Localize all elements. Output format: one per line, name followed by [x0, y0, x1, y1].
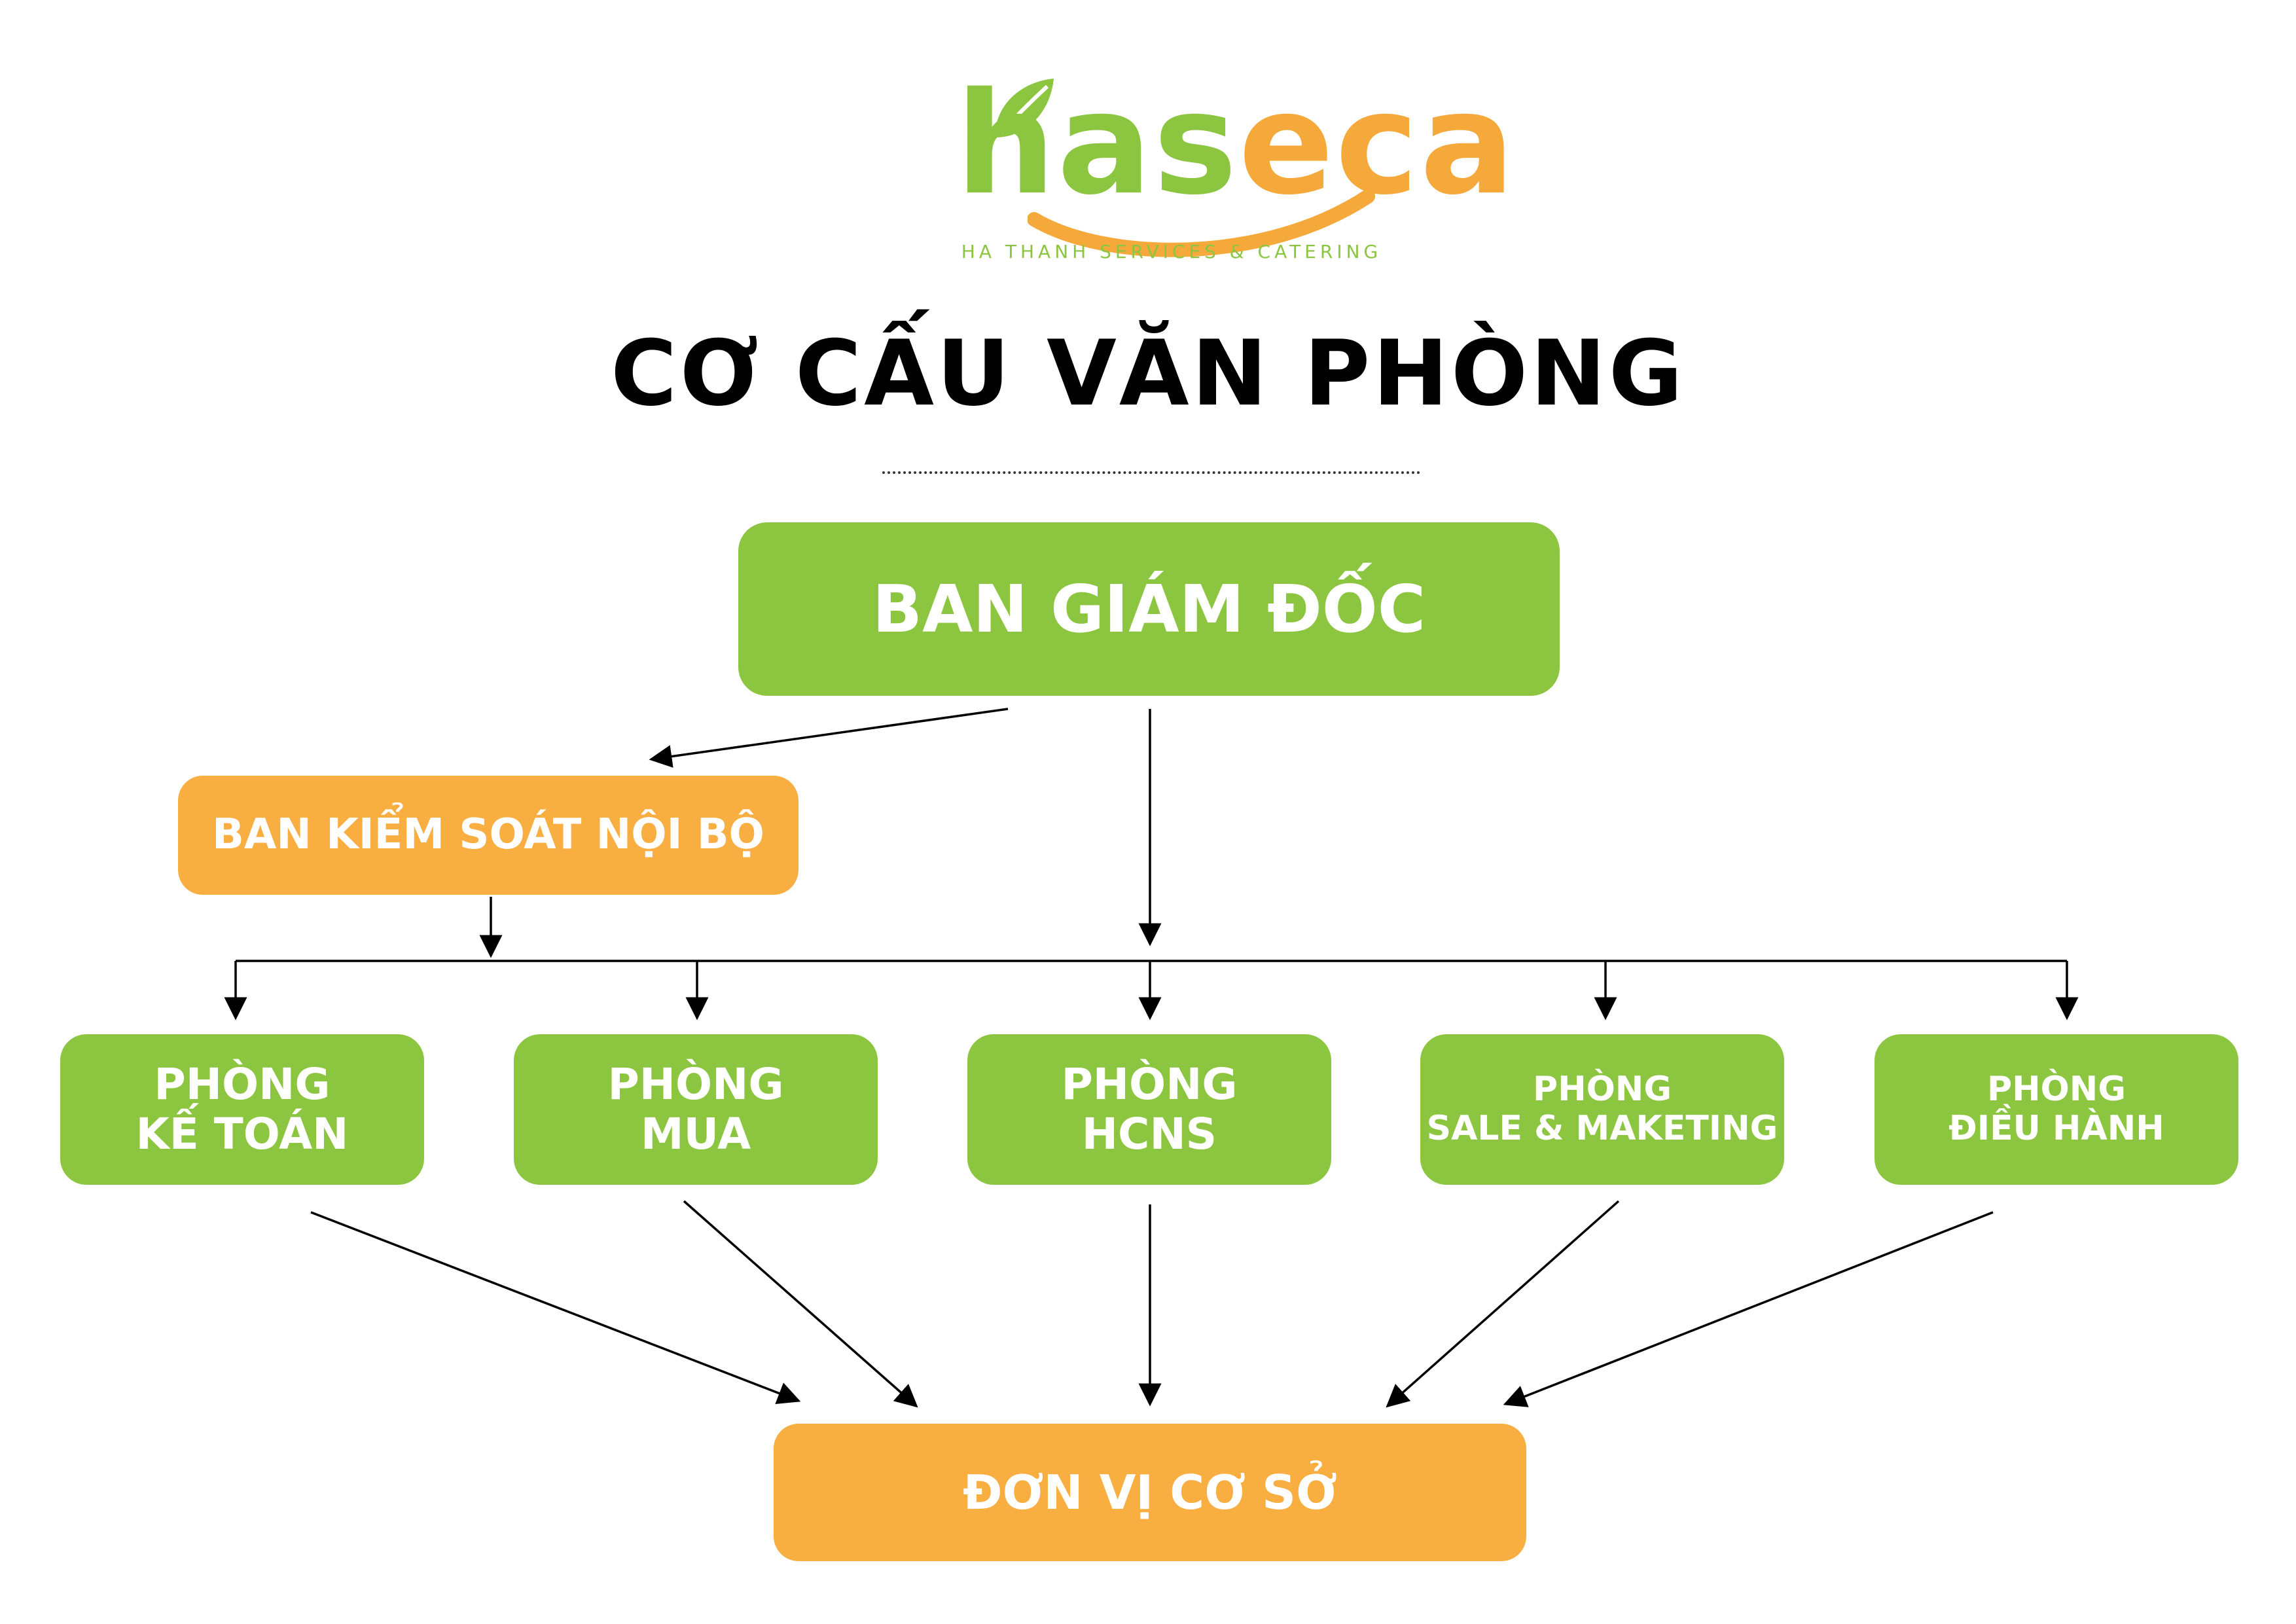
node-label-line2: KẾ TOÁN [135, 1109, 349, 1159]
node-label-line1: PHÒNG [1532, 1070, 1672, 1110]
node-label-line1: PHÒNG [154, 1059, 331, 1110]
node-internal-audit: BAN KIỂM SOÁT NỘI BỘ [178, 776, 798, 895]
leaf-icon [995, 79, 1054, 137]
node-label-line1: PHÒNG [1061, 1059, 1238, 1110]
arrow-sales-to-units [1386, 1200, 1620, 1408]
node-label: ĐƠN VỊ CƠ SỞ [963, 1464, 1337, 1520]
node-board-of-directors: BAN GIÁM ĐỐC [738, 522, 1560, 696]
node-label: BAN KIỂM SOÁT NỘI BỘ [212, 810, 764, 859]
arrow-operations-to-units [1503, 1211, 1994, 1407]
arrow-purchasing-to-units [683, 1200, 918, 1408]
smile-swoosh-icon [1028, 189, 1375, 257]
node-base-units: ĐƠN VỊ CƠ SỞ [774, 1424, 1526, 1561]
brand-wordmark: haseca [956, 62, 1516, 226]
brand-tagline: HA THANH SERVICES & CATERING [961, 241, 1382, 262]
node-label-line1: PHÒNG [1986, 1070, 2126, 1110]
brand-logo: haseca [956, 59, 1516, 275]
arrow-board-to-audit [649, 708, 1009, 768]
arrow-accounting-to-units [310, 1211, 801, 1404]
node-label-line2: ĐIỀU HÀNH [1948, 1109, 2164, 1148]
node-label-line2: SALE & MAKETING [1426, 1109, 1778, 1148]
title-divider [882, 471, 1420, 474]
page-title: CƠ CẤU VĂN PHÒNG [611, 321, 1685, 426]
node-label-line2: HCNS [1081, 1109, 1217, 1159]
node-label-line1: PHÒNG [607, 1059, 784, 1110]
node-label: BAN GIÁM ĐỐC [872, 571, 1426, 647]
node-label-line2: MUA [640, 1109, 751, 1159]
